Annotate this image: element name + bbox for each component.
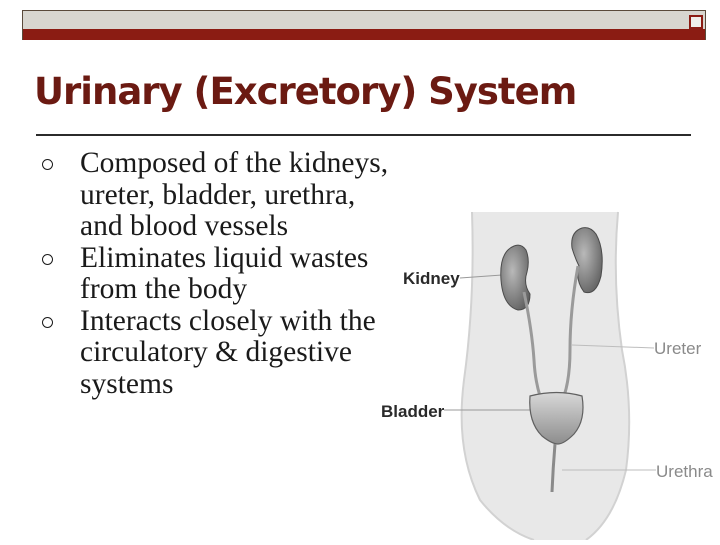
bullet-item: Eliminates liquid wastes from the body: [40, 241, 390, 306]
body-outline-right: [585, 211, 631, 541]
hollow-circle-bullet-icon: [42, 159, 53, 170]
kidney-left-shape: [500, 244, 531, 311]
ureter-right-shape: [562, 265, 580, 397]
bullet-item: Interacts closely with the circulatory &…: [40, 304, 390, 401]
urethra-shape: [550, 443, 557, 493]
ureter-label: Ureter: [654, 339, 702, 358]
bullet-text: Interacts closely with the circulatory &…: [80, 304, 376, 400]
bullet-item: Composed of the kidneys, ureter, bladder…: [40, 147, 390, 243]
hollow-circle-bullet-icon: [42, 253, 53, 265]
bullet-list: Composed of the kidneys, ureter, bladder…: [40, 147, 390, 401]
kidney-label: Kidney: [403, 269, 460, 288]
corner-stripe-decoration: [689, 29, 703, 40]
urinary-system-illustration: Kidney Bladder Ureter Urethra: [372, 200, 720, 541]
ureter-left-shape: [522, 291, 542, 397]
title-bar-stripe: [23, 29, 705, 40]
urethra-label: Urethra: [656, 462, 713, 481]
title-divider: [36, 134, 691, 136]
bullet-text: Eliminates liquid wastes from the body: [80, 241, 369, 305]
kidney-pointer: [459, 274, 503, 279]
anatomy-diagram: [444, 211, 656, 541]
bladder-shape: [529, 391, 584, 445]
ureter-pointer: [571, 344, 655, 349]
title-bar-decoration: [22, 10, 706, 40]
bladder-label: Bladder: [381, 402, 445, 421]
hollow-circle-bullet-icon: [42, 316, 53, 328]
kidney-right-shape: [571, 227, 603, 294]
body-silhouette: [461, 212, 630, 540]
bullet-text: Composed of the kidneys, ureter, bladder…: [80, 147, 389, 242]
body-outline-left: [460, 211, 535, 541]
slide-title: Urinary (Excretory) System: [34, 70, 577, 113]
corner-square-decoration: [689, 15, 703, 29]
